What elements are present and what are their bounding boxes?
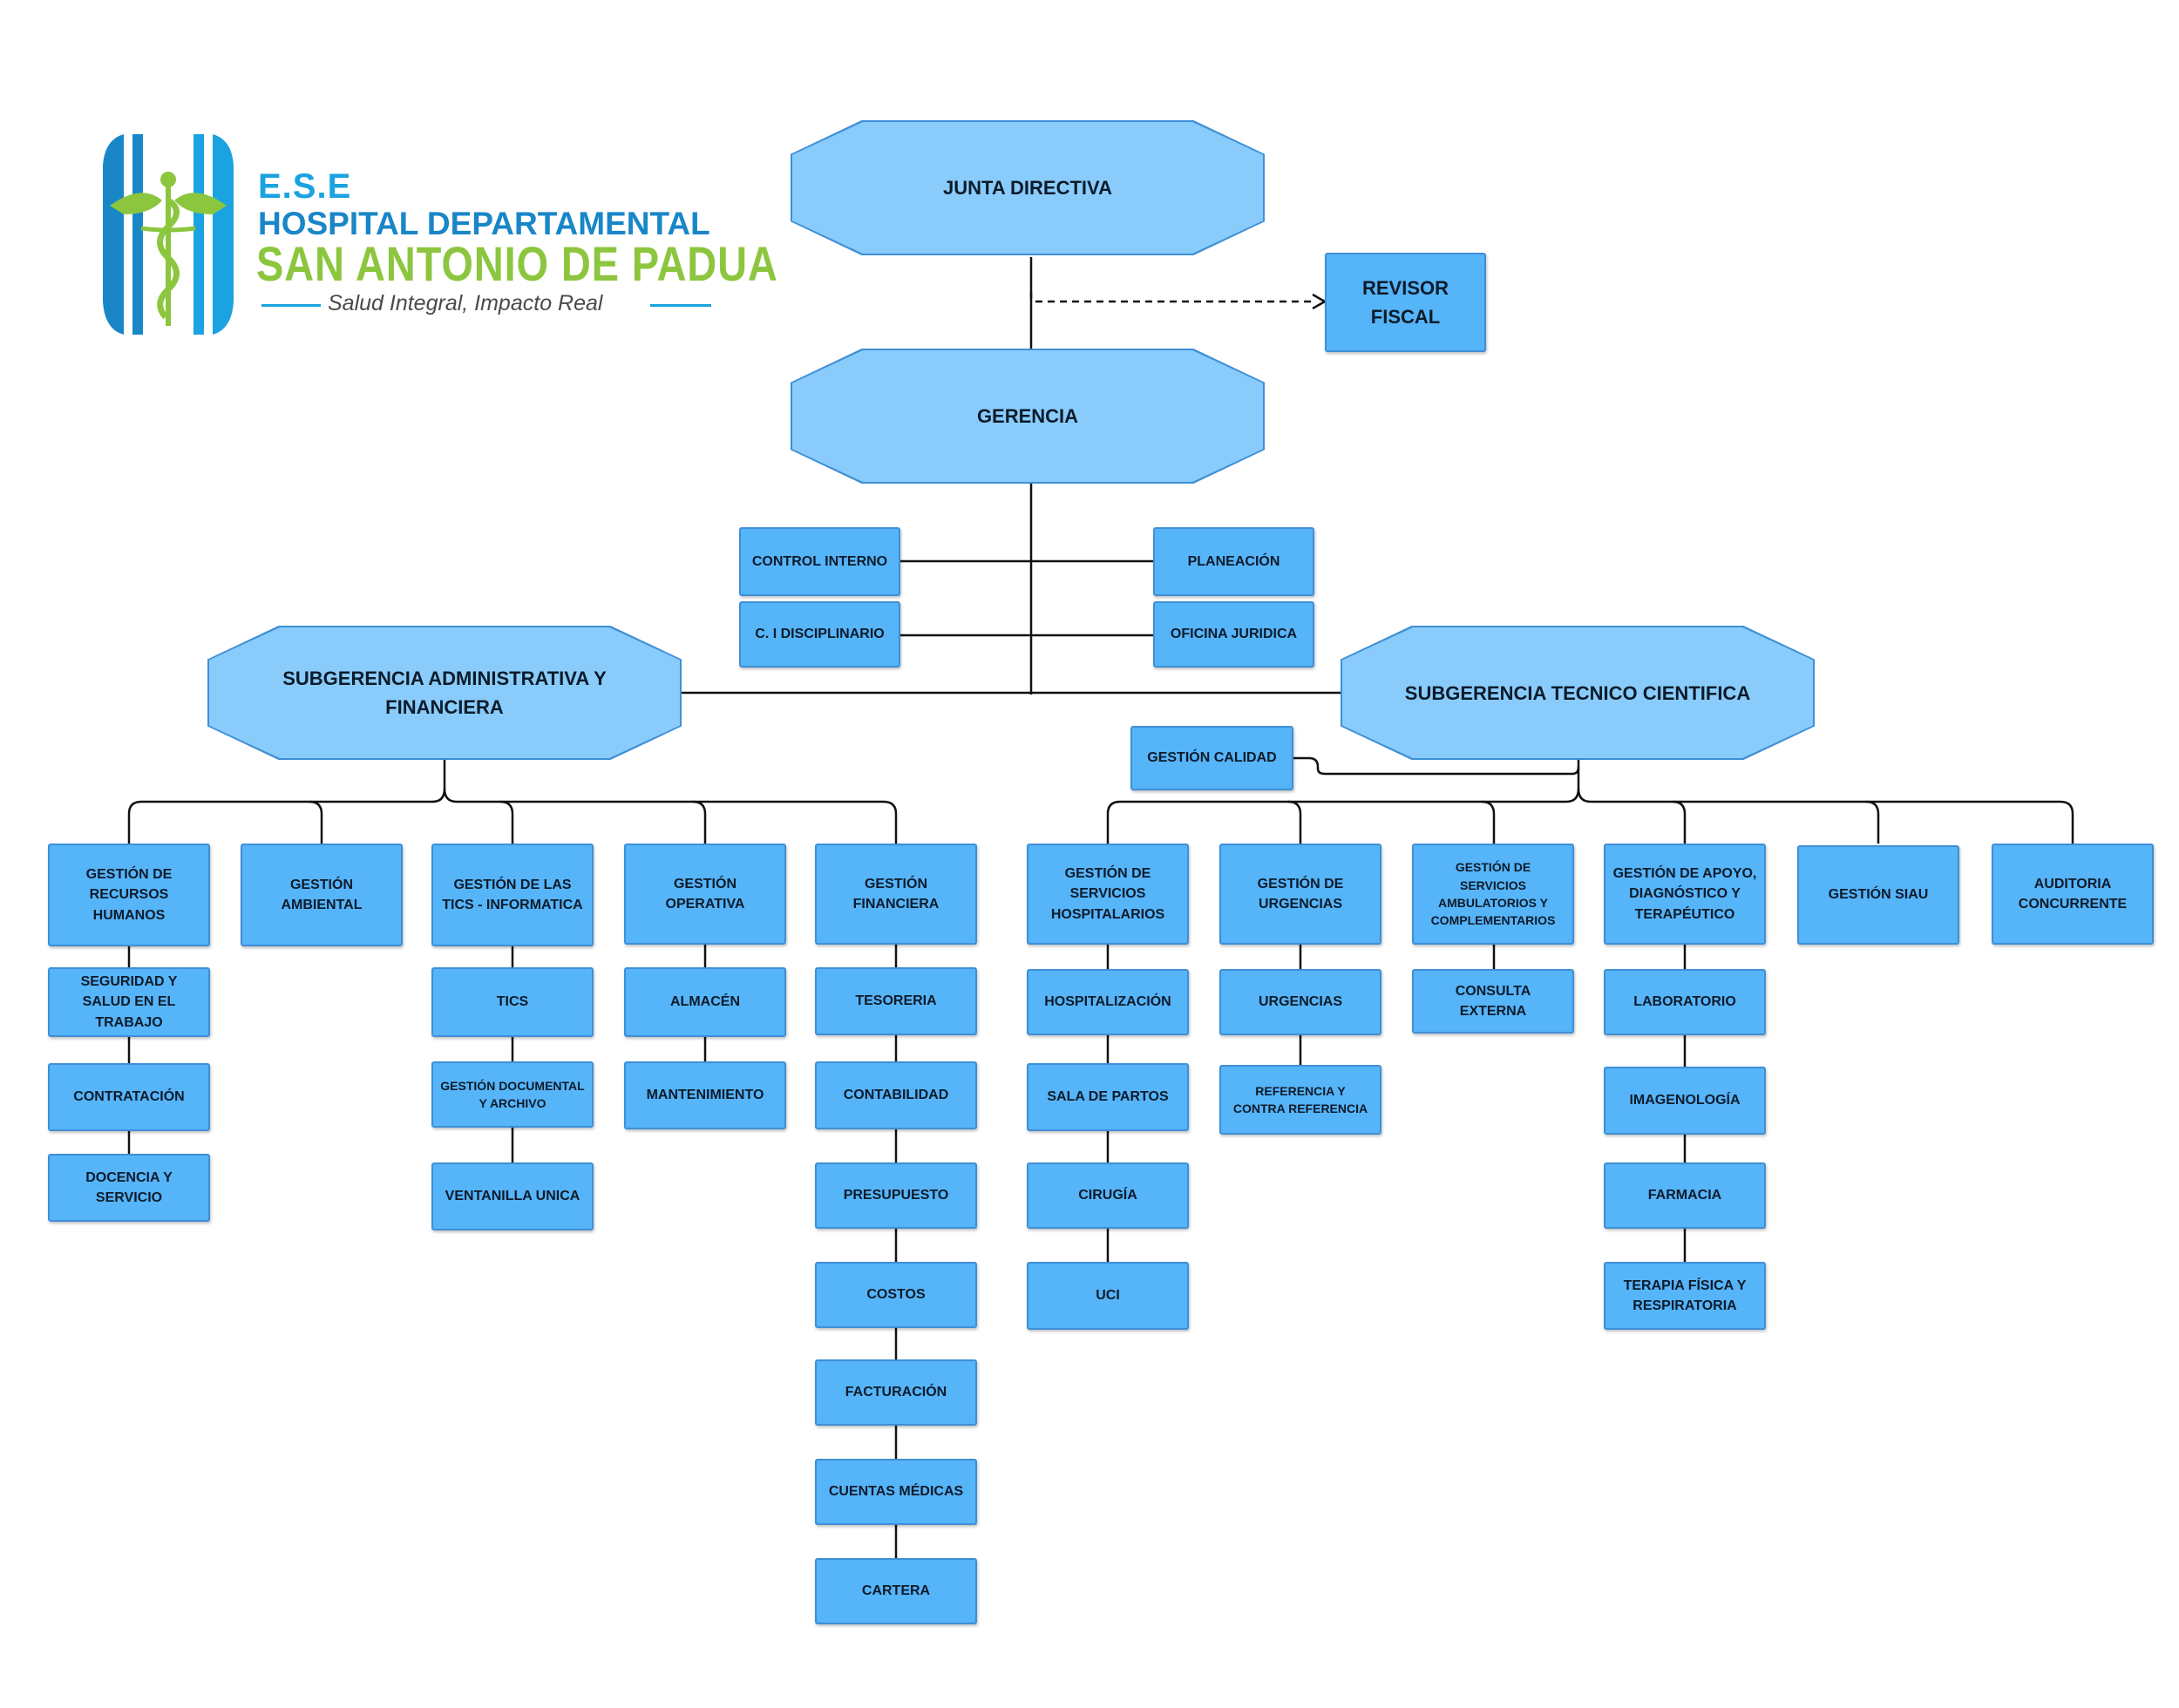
- planeacion-node: PLANEACIÓN: [1153, 527, 1314, 596]
- gerencia-node: GERENCIA: [791, 349, 1265, 484]
- tech-item: CIRUGÍA: [1027, 1162, 1189, 1229]
- admin-item: CONTABILIDAD: [815, 1061, 977, 1129]
- admin-item: DOCENCIA Y SERVICIO: [48, 1154, 210, 1222]
- admin-item: SEGURIDAD Y SALUD EN EL TRABAJO: [48, 967, 210, 1037]
- junta-directiva-node: JUNTA DIRECTIVA: [791, 120, 1265, 255]
- tech-item: IMAGENOLOGÍA: [1604, 1067, 1766, 1135]
- subgerencia-admin-label: SUBGERENCIA ADMINISTRATIVA Y FINANCIERA: [209, 627, 680, 758]
- admin-item: FACTURACIÓN: [815, 1359, 977, 1426]
- subgerencia-tecnico-label: SUBGERENCIA TECNICO CIENTIFICA: [1342, 627, 1813, 758]
- tech-item: LABORATORIO: [1604, 969, 1766, 1035]
- control-interno-node: CONTROL INTERNO: [739, 527, 900, 596]
- caduceus-icon: [103, 134, 234, 335]
- admin-item: CONTRATACIÓN: [48, 1063, 210, 1131]
- tech-head-5: AUDITORIA CONCURRENTE: [1992, 844, 2154, 945]
- junta-directiva-label: JUNTA DIRECTIVA: [792, 122, 1263, 254]
- admin-head-1: GESTIÓN AMBIENTAL: [241, 844, 403, 946]
- tech-item: REFERENCIA Y CONTRA REFERENCIA: [1219, 1065, 1381, 1135]
- tech-item: URGENCIAS: [1219, 969, 1381, 1035]
- subgerencia-tecnico-node: SUBGERENCIA TECNICO CIENTIFICA: [1341, 626, 1815, 760]
- gerencia-label: GERENCIA: [792, 350, 1263, 482]
- admin-head-2: GESTIÓN DE LAS TICS - INFORMATICA: [431, 844, 594, 946]
- admin-item: MANTENIMIENTO: [624, 1061, 786, 1129]
- subgerencia-admin-node: SUBGERENCIA ADMINISTRATIVA Y FINANCIERA: [207, 626, 682, 760]
- admin-item: VENTANILLA UNICA: [431, 1162, 594, 1230]
- logo-hospital: HOSPITAL DEPARTAMENTAL: [258, 206, 710, 241]
- tech-head-0: GESTIÓN DE SERVICIOS HOSPITALARIOS: [1027, 844, 1189, 945]
- oficina-juridica-node: OFICINA JURIDICA: [1153, 601, 1314, 668]
- admin-item: CARTERA: [815, 1558, 977, 1624]
- logo-name: SAN ANTONIO DE PADUA: [256, 236, 778, 291]
- tech-head-2: GESTIÓN DE SERVICIOS AMBULATORIOS Y COMP…: [1412, 844, 1574, 945]
- admin-head-3: GESTIÓN OPERATIVA: [624, 844, 786, 945]
- ci-disciplinario-node: C. I DISCIPLINARIO: [739, 601, 900, 668]
- admin-item: TICS: [431, 967, 594, 1037]
- admin-item: TESORERIA: [815, 967, 977, 1035]
- tech-item: SALA DE PARTOS: [1027, 1063, 1189, 1131]
- logo-divider: [650, 304, 711, 307]
- tech-item: HOSPITALIZACIÓN: [1027, 969, 1189, 1035]
- admin-item: COSTOS: [815, 1262, 977, 1328]
- logo-ese: E.S.E: [258, 167, 352, 206]
- tech-head-4: GESTIÓN SIAU: [1797, 845, 1959, 945]
- tech-item: UCI: [1027, 1262, 1189, 1330]
- admin-head-0: GESTIÓN DE RECURSOS HUMANOS: [48, 844, 210, 946]
- tech-item: CONSULTA EXTERNA: [1412, 969, 1574, 1034]
- logo-slogan: Salud Integral, Impacto Real: [328, 291, 603, 315]
- admin-item: ALMACÉN: [624, 967, 786, 1037]
- tech-head-3: GESTIÓN DE APOYO, DIAGNÓSTICO Y TERAPÉUT…: [1604, 844, 1766, 945]
- revisor-fiscal-node: REVISOR FISCAL: [1325, 253, 1486, 352]
- admin-item: GESTIÓN DOCUMENTAL Y ARCHIVO: [431, 1061, 594, 1128]
- admin-head-4: GESTIÓN FINANCIERA: [815, 844, 977, 945]
- admin-item: PRESUPUESTO: [815, 1162, 977, 1229]
- admin-item: CUENTAS MÉDICAS: [815, 1459, 977, 1525]
- gestion-calidad-node: GESTIÓN CALIDAD: [1130, 726, 1293, 790]
- tech-item: FARMACIA: [1604, 1162, 1766, 1229]
- tech-head-1: GESTIÓN DE URGENCIAS: [1219, 844, 1381, 945]
- tech-item: TERAPIA FÍSICA Y RESPIRATORIA: [1604, 1262, 1766, 1330]
- logo-divider: [261, 304, 321, 307]
